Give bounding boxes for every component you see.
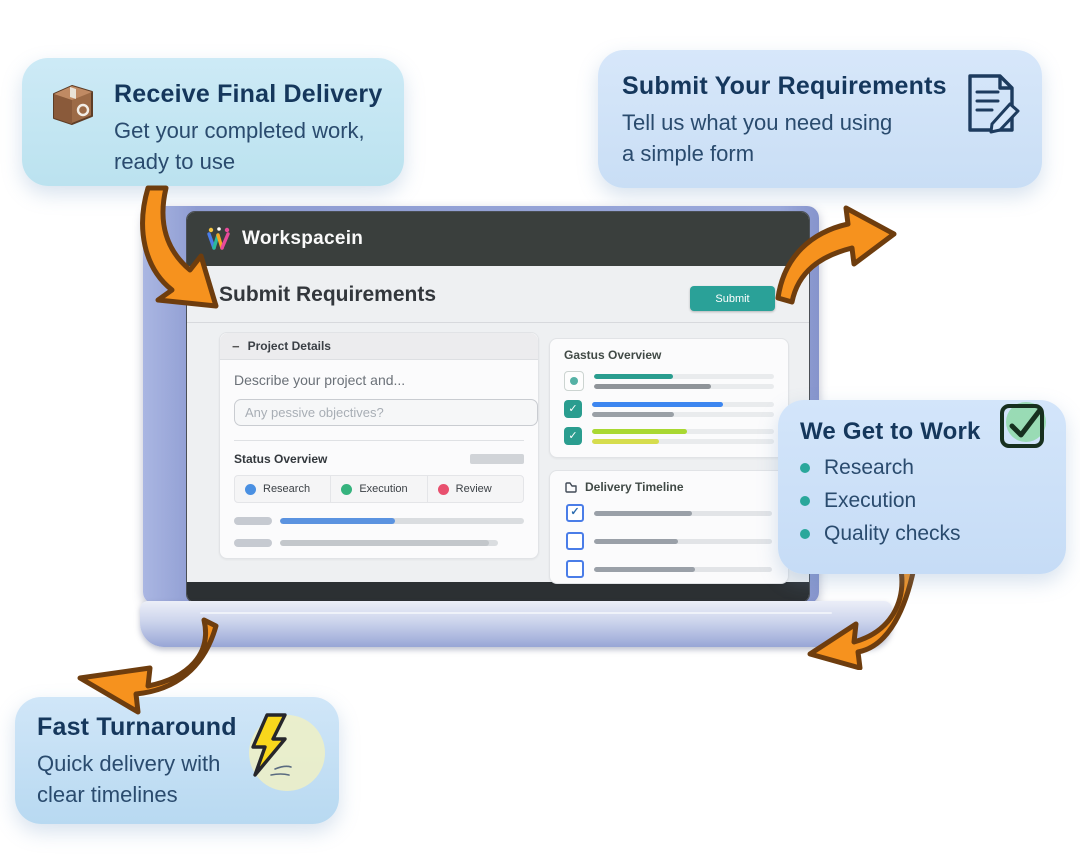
blurred-bar-label [234,539,272,547]
card-body: Quick delivery with clear timelines [37,751,221,807]
bullet-dot-icon [800,496,810,506]
legend-item-review: Review [428,476,523,502]
progress-fill [280,540,489,546]
submit-your-requirements-card: Submit Your Requirements Tell us what yo… [598,50,1042,188]
workspacein-logo-icon [207,227,230,250]
check-badge-icon: ✓ [564,400,582,418]
objectives-input[interactable] [234,399,538,426]
project-description-text: Describe your project and... [234,372,406,388]
divider [234,440,524,441]
timeline-bar-fill [594,510,692,516]
laptop-screen: Workspacein Submit Requirements Submit −… [186,211,810,603]
delivery-timeline-panel: Delivery Timeline ✓ [549,470,789,584]
progress-track [280,518,524,524]
timeline-row [550,560,788,578]
blurred-badge [470,454,524,464]
checkbox-unchecked[interactable] [566,532,584,550]
timeline-row [550,532,788,550]
status-row: ✓ [550,400,788,418]
status-legend: Research Execution Review [234,475,524,503]
screen-bottom-bezel [187,582,809,601]
checkbox-unchecked[interactable] [566,560,584,578]
collapse-icon[interactable]: − [232,338,240,354]
bullet-dot-icon [800,529,810,539]
arrow-receive-to-laptop [140,185,219,309]
status-overview-panel-title: Gastus Overview [564,348,662,362]
laptop-base [140,601,892,647]
review-dot-icon [437,483,449,495]
status-bar-fill [592,438,660,444]
card-body: Tell us what you need using a simple for… [622,110,893,166]
status-row: ✓ [550,427,788,445]
legend-item-research: Research [235,476,332,502]
lightning-icon [241,711,325,795]
progress-bar-row [234,517,524,525]
page-header: Submit Requirements Submit [187,266,809,323]
work-steps-list: Research Execution Quality checks [800,456,1048,546]
laptop-base-seam [200,612,832,614]
we-get-to-work-card: We Get to Work Research Execution Qualit… [778,400,1066,574]
progress-track [280,540,498,546]
timeline-bar-fill [594,566,696,572]
check-square-icon [1000,402,1046,448]
progress-bar-row [234,539,524,547]
bullet-dot-icon [800,463,810,473]
document-edit-icon [968,74,1020,134]
receive-final-delivery-card: Receive Final Delivery Get your complete… [22,58,404,186]
arrow-work-to-laptop [807,561,917,670]
card-title: Fast Turnaround [37,713,237,741]
status-bar-fill [592,411,674,417]
blurred-bar-label [234,517,272,525]
gear-dot-icon [564,371,584,391]
list-item: Research [800,456,1048,480]
arrow-laptop-to-fast [77,617,219,715]
status-overview-label: Status Overview [234,452,328,466]
timeline-bar-fill [594,538,678,544]
project-details-panel: − Project Details Describe your project … [219,332,539,559]
timeline-row: ✓ [550,504,788,522]
list-item: Execution [800,489,1048,513]
status-overview-panel: Gastus Overview ✓ ✓ [549,338,789,458]
page-title: Submit Requirements [219,283,437,306]
fast-turnaround-card: Fast Turnaround Quick delivery with clea… [15,697,339,824]
arrow-laptop-to-submit [775,205,897,305]
submit-button[interactable]: Submit [690,286,775,311]
research-dot-icon [245,483,256,495]
checkbox-checked[interactable]: ✓ [566,504,584,522]
check-badge-icon: ✓ [564,427,582,445]
app-header: Workspacein [187,212,809,266]
brand-name: Workspacein [242,228,364,249]
project-details-header: − Project Details [220,333,538,360]
timeline-folder-icon [565,482,577,493]
status-bar-fill [594,373,674,379]
project-details-title: Project Details [247,339,331,353]
progress-fill [280,518,395,524]
card-title: We Get to Work [800,418,981,445]
card-body: Get your completed work, ready to use [114,118,365,174]
legend-item-execution: Execution [331,476,428,502]
package-icon [53,85,93,125]
status-row [550,371,788,391]
card-title: Receive Final Delivery [114,80,383,108]
status-bar-fill [592,428,687,434]
card-title: Submit Your Requirements [622,72,947,100]
list-item: Quality checks [800,522,1048,546]
execution-dot-icon [341,483,353,495]
delivery-timeline-title: Delivery Timeline [585,480,684,494]
screen-body: Submit Requirements Submit − Project Det… [187,266,809,584]
status-bar-fill [594,383,711,389]
status-bar-fill [592,401,724,407]
